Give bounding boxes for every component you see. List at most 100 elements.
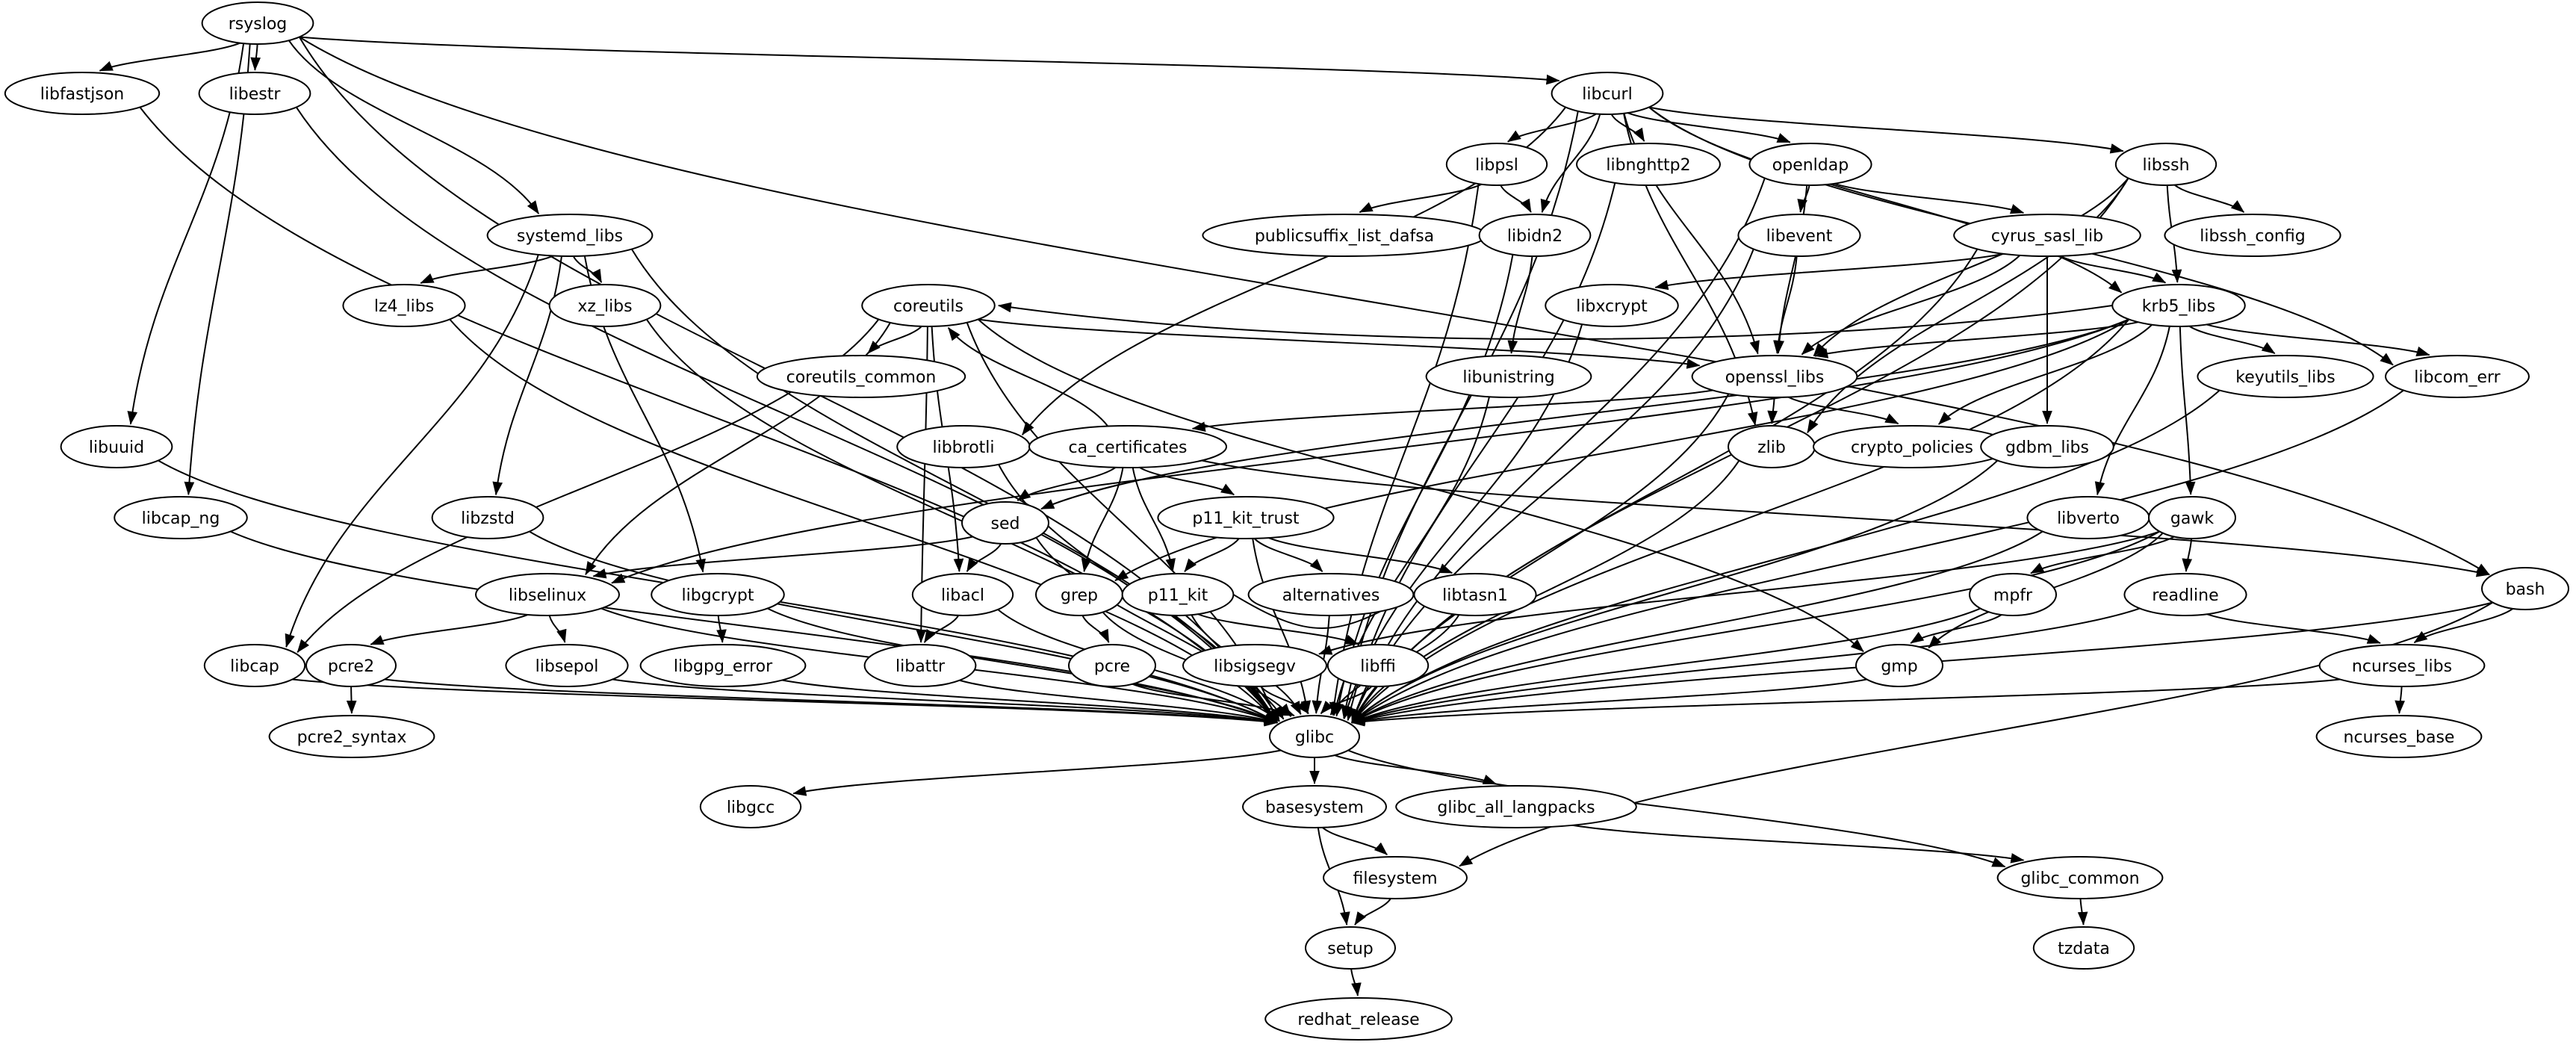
node-pcre2: pcre2 bbox=[305, 644, 397, 687]
edge-coreutils-openssl_libs bbox=[978, 318, 1701, 369]
edge-libcurl-libidn2 bbox=[1540, 114, 1601, 214]
node-sed: sed bbox=[961, 501, 1049, 545]
node-libselinux: libselinux bbox=[475, 573, 620, 616]
libxcrypt-ellipse bbox=[1545, 284, 1679, 327]
edge-krb5_libs-libverto bbox=[2094, 326, 2170, 496]
openssl_libs-label: openssl_libs bbox=[1725, 368, 1825, 387]
edge-basesystem-filesystem bbox=[1322, 827, 1388, 855]
edge-glibc_all_langpacks-glibc_common bbox=[1572, 824, 2025, 863]
edge-krb5_libs-coreutils bbox=[997, 302, 2113, 340]
libpsl-label: libpsl bbox=[1475, 156, 1518, 175]
coreutils-label: coreutils bbox=[893, 297, 963, 316]
node-crypto_policies: crypto_policies bbox=[1813, 425, 2011, 468]
node-libfastjson: libfastjson bbox=[4, 72, 161, 115]
grep-label: grep bbox=[1061, 586, 1098, 605]
keyutils_libs-label: keyutils_libs bbox=[2235, 368, 2335, 387]
node-libunistring: libunistring bbox=[1425, 355, 1592, 398]
node-libcom_err: libcom_err bbox=[2385, 355, 2530, 398]
sed-ellipse bbox=[961, 501, 1049, 545]
libssh-label: libssh bbox=[2142, 156, 2189, 175]
node-cyrus_sasl_lib: cyrus_sasl_lib bbox=[1953, 214, 2141, 257]
edge-krb5_libs-keyutils_libs bbox=[2188, 325, 2276, 355]
edge-libpsl-publicsuffix_list_dafsa bbox=[1359, 183, 1483, 214]
edge-openssl_libs-zlib bbox=[1767, 397, 1778, 424]
ca_certificates-ellipse bbox=[1028, 425, 1227, 468]
p11_kit-ellipse bbox=[1121, 573, 1235, 616]
libgcrypt-ellipse bbox=[651, 573, 785, 616]
bash-ellipse bbox=[2481, 567, 2569, 610]
node-p11_kit: p11_kit bbox=[1121, 573, 1235, 616]
edge-libffi-glibc bbox=[1320, 686, 1373, 714]
ncurses_libs-ellipse bbox=[2318, 644, 2486, 687]
libsigsegv-label: libsigsegv bbox=[1214, 657, 1296, 676]
edge-libsigsegv-glibc bbox=[1260, 686, 1309, 714]
node-libnghttp2: libnghttp2 bbox=[1576, 143, 1721, 186]
edge-coreutils-coreutils_common bbox=[867, 326, 922, 354]
node-basesystem: basesystem bbox=[1242, 785, 1387, 828]
libfastjson-ellipse bbox=[4, 72, 161, 115]
mpfr-ellipse bbox=[1969, 573, 2057, 616]
edge-rsyslog-libcurl bbox=[299, 36, 1560, 85]
cyrus_sasl_lib-ellipse bbox=[1953, 214, 2141, 257]
libpsl-ellipse bbox=[1445, 143, 1548, 186]
edge-libcurl-openldap bbox=[1627, 112, 1791, 143]
node-ca_certificates: ca_certificates bbox=[1028, 425, 1227, 468]
edge-gawk-glibc bbox=[1351, 530, 2160, 724]
edge-gawk-readline bbox=[2182, 538, 2193, 572]
krb5_libs-label: krb5_libs bbox=[2142, 297, 2215, 316]
edge-libevent-glibc bbox=[1351, 249, 1754, 724]
p11_kit-label: p11_kit bbox=[1148, 586, 1208, 605]
node-openssl_libs: openssl_libs bbox=[1691, 355, 1858, 398]
pcre2-ellipse bbox=[305, 644, 397, 687]
crypto_policies-label: crypto_policies bbox=[1851, 438, 1973, 457]
edge-libnghttp2-glibc bbox=[1345, 182, 1616, 722]
node-p11_kit_trust: p11_kit_trust bbox=[1157, 496, 1335, 539]
edge-mpfr-glibc bbox=[1351, 607, 1981, 724]
libnghttp2-label: libnghttp2 bbox=[1606, 156, 1690, 175]
node-glibc: glibc bbox=[1269, 715, 1360, 758]
edge-libevent-openssl_libs bbox=[1773, 255, 1798, 354]
glibc_all_langpacks-label: glibc_all_langpacks bbox=[1437, 799, 1595, 817]
node-libevent: libevent bbox=[1737, 214, 1861, 257]
edge-krb5_libs-sed bbox=[1040, 318, 2129, 510]
node-libgcc: libgcc bbox=[699, 785, 802, 828]
ncurses_libs-label: ncurses_libs bbox=[2352, 657, 2452, 676]
edge-libcurl-libpsl bbox=[1507, 113, 1597, 143]
edge-grep-pcre bbox=[1081, 615, 1110, 643]
edge-krb5_libs-libcom_err bbox=[2206, 323, 2430, 357]
edge-libpsl-libidn2 bbox=[1500, 185, 1532, 213]
ncurses_base-ellipse bbox=[2315, 715, 2483, 758]
edge-mpfr-gmp bbox=[1910, 614, 2002, 644]
libacl-ellipse bbox=[911, 573, 1014, 616]
libcap_ng-ellipse bbox=[114, 496, 248, 539]
edge-glibc-glibc_common bbox=[1347, 749, 2006, 868]
pcre2_syntax-ellipse bbox=[268, 715, 435, 758]
edge-openldap-glibc bbox=[1351, 178, 1766, 724]
libunistring-ellipse bbox=[1425, 355, 1592, 398]
edge-systemd_libs-libzstd bbox=[492, 255, 562, 496]
node-zlib: zlib bbox=[1728, 425, 1816, 468]
edge-readline-ncurses_libs bbox=[2206, 613, 2381, 644]
gdbm_libs-label: gdbm_libs bbox=[2005, 438, 2089, 457]
edge-p11_kit_trust-alternatives bbox=[1253, 538, 1323, 572]
edge-gawk-libsigsegv bbox=[1318, 530, 2160, 655]
edge-ca_certificates-coreutils bbox=[947, 326, 1109, 427]
ncurses_base-label: ncurses_base bbox=[2344, 728, 2455, 747]
node-glibc_all_langpacks: glibc_all_langpacks bbox=[1395, 785, 1637, 828]
edge-openldap-cyrus_sasl_lib bbox=[1834, 182, 2025, 214]
openldap-ellipse bbox=[1748, 143, 1872, 186]
edge-libsepol-glibc bbox=[612, 678, 1278, 726]
edge-libselinux-libsepol bbox=[548, 615, 567, 643]
edge-setup-redhat_release bbox=[1350, 968, 1362, 996]
node-krb5_libs: krb5_libs bbox=[2111, 284, 2246, 327]
edge-pcre-glibc bbox=[1132, 683, 1295, 716]
libgcrypt-label: libgcrypt bbox=[682, 586, 754, 605]
glibc_common-label: glibc_common bbox=[2020, 869, 2139, 888]
tzdata-label: tzdata bbox=[2058, 940, 2110, 958]
libsigsegv-ellipse bbox=[1182, 644, 1327, 687]
node-pcre: pcre bbox=[1068, 644, 1156, 687]
edge-libzstd-glibc bbox=[529, 530, 1278, 724]
edge-pcre2-glibc bbox=[384, 678, 1278, 727]
libcap-label: libcap bbox=[230, 657, 279, 676]
